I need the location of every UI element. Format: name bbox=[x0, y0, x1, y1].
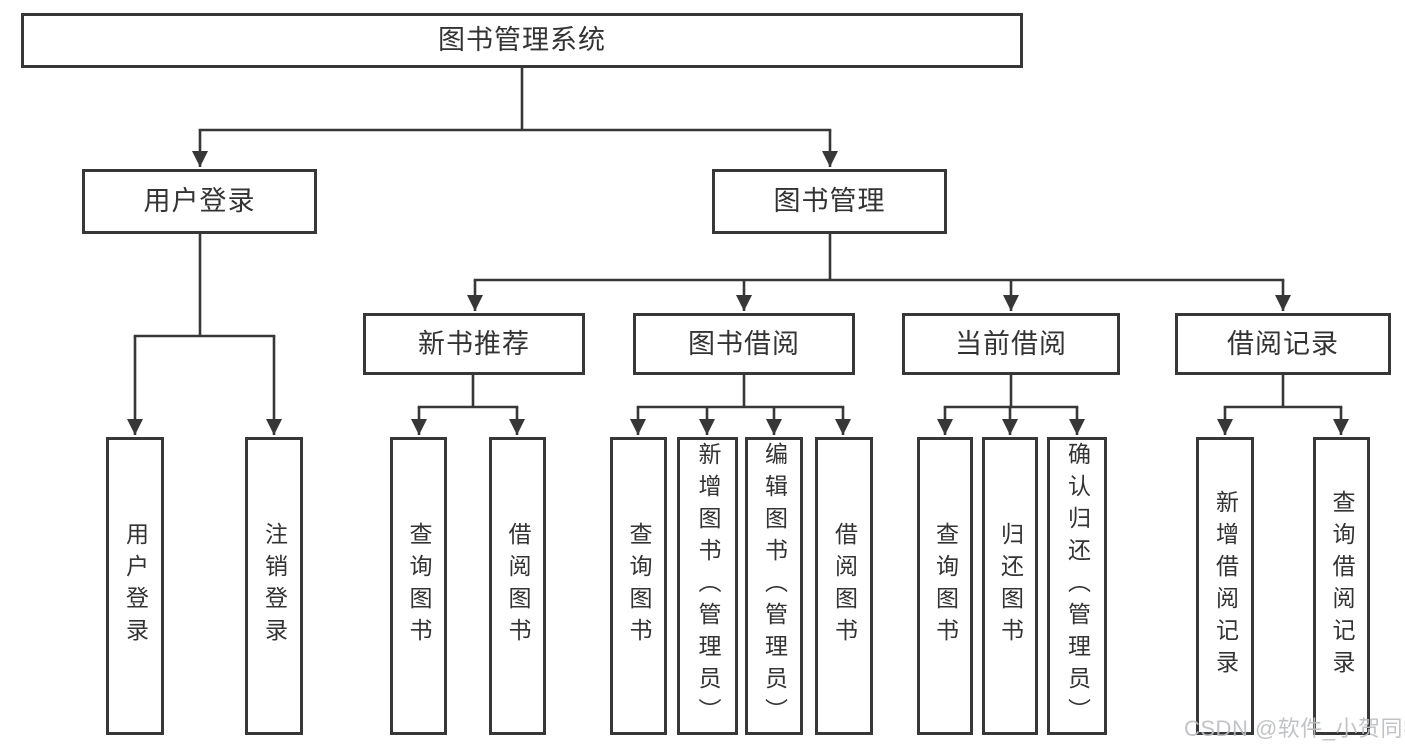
leaf-borrow-book-rec-label: 借阅图书 bbox=[505, 522, 531, 650]
leaf-logout-label: 注销登录 bbox=[261, 522, 288, 650]
edges-book-mgmt bbox=[467, 234, 1291, 311]
node-borrow-records: 借阅记录 bbox=[1175, 313, 1391, 375]
node-current-borrow: 当前借阅 bbox=[902, 313, 1120, 375]
leaf-user-login: 用户登录 bbox=[106, 437, 164, 735]
leaf-confirm-return: 确认归还（管理员） bbox=[1047, 437, 1107, 735]
leaf-borrow-book-borrow: 借阅图书 bbox=[815, 437, 873, 735]
leaf-query-book-borrow: 查询图书 bbox=[610, 437, 667, 735]
node-root: 图书管理系统 bbox=[21, 13, 1023, 68]
node-book-borrow-label: 图书借阅 bbox=[688, 328, 800, 359]
node-user-login-label: 用户登录 bbox=[143, 186, 256, 216]
leaf-user-login-label: 用户登录 bbox=[122, 522, 149, 650]
leaf-query-book-rec: 查询图书 bbox=[390, 437, 447, 735]
edges-user-login bbox=[127, 234, 282, 435]
node-book-borrow: 图书借阅 bbox=[633, 313, 855, 375]
edges-current-borrow bbox=[937, 375, 1085, 435]
leaf-borrow-book-rec: 借阅图书 bbox=[489, 437, 546, 735]
node-book-mgmt: 图书管理 bbox=[712, 169, 947, 234]
node-borrow-records-label: 借阅记录 bbox=[1227, 328, 1339, 359]
leaf-return-book-label: 归还图书 bbox=[997, 522, 1024, 650]
leaf-return-book: 归还图书 bbox=[982, 437, 1038, 735]
leaf-query-book-rec-label: 查询图书 bbox=[406, 522, 432, 650]
node-user-login: 用户登录 bbox=[82, 169, 317, 234]
leaf-add-borrow-record: 新增借阅记录 bbox=[1196, 437, 1254, 735]
edges-book-borrow bbox=[630, 375, 851, 435]
edges-borrow-records bbox=[1217, 375, 1349, 435]
leaf-query-book-current-label: 查询图书 bbox=[932, 522, 959, 650]
csdn-watermark: CSDN @软件_小贺同学 bbox=[1184, 716, 1405, 741]
leaf-borrow-book-borrow-label: 借阅图书 bbox=[831, 522, 858, 650]
edges-new-book-rec bbox=[411, 375, 525, 435]
leaf-edit-book-label: 编辑图书（管理员） bbox=[761, 442, 788, 730]
leaf-query-book-borrow-label: 查询图书 bbox=[626, 522, 652, 650]
leaf-query-borrow-record-label: 查询借阅记录 bbox=[1329, 490, 1355, 682]
leaf-edit-book: 编辑图书（管理员） bbox=[745, 437, 803, 735]
leaf-query-book-current: 查询图书 bbox=[917, 437, 973, 735]
node-book-mgmt-label: 图书管理 bbox=[773, 186, 886, 216]
leaf-add-book-label: 新增图书（管理员） bbox=[695, 442, 721, 730]
node-new-book-rec-label: 新书推荐 bbox=[418, 328, 530, 359]
leaf-query-borrow-record: 查询借阅记录 bbox=[1313, 437, 1370, 735]
node-current-borrow-label: 当前借阅 bbox=[955, 328, 1067, 359]
node-new-book-rec: 新书推荐 bbox=[363, 313, 585, 375]
leaf-add-borrow-record-label: 新增借阅记录 bbox=[1212, 490, 1239, 682]
edges-root bbox=[192, 68, 838, 167]
leaf-confirm-return-label: 确认归还（管理员） bbox=[1064, 442, 1091, 730]
leaf-add-book: 新增图书（管理员） bbox=[677, 437, 738, 735]
node-root-label: 图书管理系统 bbox=[438, 25, 606, 55]
leaf-logout: 注销登录 bbox=[245, 437, 303, 735]
